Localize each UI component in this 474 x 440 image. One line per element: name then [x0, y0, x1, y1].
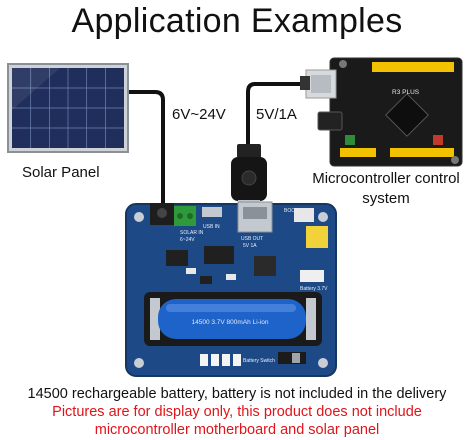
page-title: Application Examples [71, 2, 403, 40]
silk-usb-in: USB IN [203, 224, 220, 230]
charging-module-image: 14500 3.7V 800mAh Li-ion SOLAR IN 6~24V … [125, 201, 337, 377]
output-rating-label: 5V/1A [256, 106, 297, 123]
silk-battery-switch: Battery Switch [243, 358, 275, 364]
silk-boot: BOOT [284, 208, 298, 214]
silk-usb-out-rating: 5V 1A [243, 243, 257, 249]
mcu-board-label: R3 PLUS [392, 89, 420, 96]
mcu-label-line2: system [362, 190, 410, 207]
mcu-label-line1: Microcontroller control [312, 170, 460, 187]
solar-panel-label: Solar Panel [22, 164, 100, 181]
silk-solar-range: 6~24V [180, 237, 195, 243]
silk-solar-in: SOLAR IN [180, 230, 204, 236]
input-voltage-label: 6V~24V [172, 106, 226, 123]
footer-battery-note: 14500 rechargeable battery, battery is n… [27, 386, 447, 402]
footer-disclaimer-line2: microcontroller motherboard and solar pa… [94, 422, 380, 438]
silk-battery: Battery 3.7V [300, 286, 328, 292]
solar-panel-image [7, 63, 129, 153]
usb-plug [231, 144, 267, 208]
microcontroller-board-image: R3 PLUS [300, 57, 463, 167]
usb-cable [246, 82, 305, 145]
battery-print-text: 14500 3.7V 800mAh Li-ion [192, 319, 269, 326]
footer-disclaimer-line1: Pictures are for display only, this prod… [52, 404, 422, 420]
solar-cable [127, 90, 165, 206]
silk-usb-out: USB OUT [241, 236, 263, 242]
